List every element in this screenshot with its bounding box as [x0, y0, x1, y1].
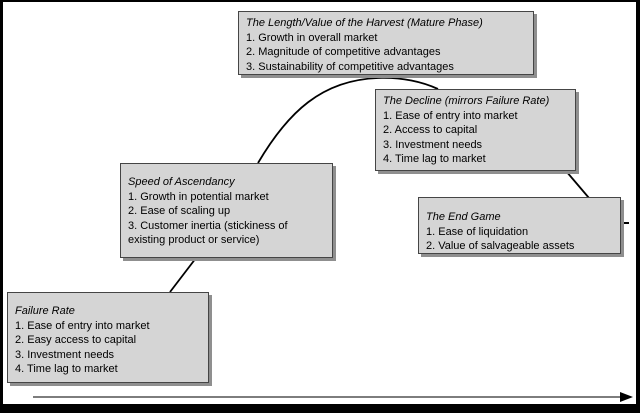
box-harvest-title: The Length/Value of the Harvest (Mature …	[246, 17, 483, 29]
box-item: 4. Time lag to market	[15, 363, 118, 375]
box-failure: Failure Rate 1. Ease of entry into marke…	[7, 292, 209, 383]
box-item: 2. Access to capital	[383, 124, 478, 136]
failure-to-ascendancy-line	[169, 257, 197, 293]
box-failure-title: Failure Rate	[15, 305, 75, 317]
box-item: 4. Time lag to market	[383, 153, 486, 165]
box-item: 2. Value of salvageable assets	[426, 240, 575, 252]
growth-curve	[257, 76, 439, 164]
box-item: 2. Easy access to capital	[15, 334, 137, 346]
box-item: 1. Ease of entry into market	[15, 319, 150, 332]
box-item: 3. Investment needs	[383, 138, 483, 151]
box-endgame: The End Game 1. Ease of liquidation 2. V…	[418, 197, 621, 254]
box-item: 1. Growth in overall market	[246, 31, 378, 44]
box-item: 2. Magnitude of competitive advantages	[246, 46, 441, 58]
box-item: 3. Customer inertia (stickiness of exist…	[128, 219, 288, 247]
box-harvest: The Length/Value of the Harvest (Mature …	[238, 11, 534, 75]
decline-to-endgame-line	[565, 170, 590, 199]
box-item: 1. Ease of entry into market	[383, 109, 518, 122]
box-decline-title: The Decline (mirrors Failure Rate)	[383, 95, 550, 107]
box-decline: The Decline (mirrors Failure Rate) 1. Ea…	[375, 89, 576, 171]
box-item: 1. Growth in potential market	[128, 190, 269, 203]
box-item: 1. Ease of liquidation	[426, 225, 529, 238]
box-item: 2. Ease of scaling up	[128, 205, 231, 217]
box-item: 3. Sustainability of competitive advanta…	[246, 60, 454, 73]
time-axis-arrowhead	[620, 392, 633, 402]
box-item: 3. Investment needs	[15, 348, 115, 361]
box-endgame-title: The End Game	[426, 211, 501, 223]
box-ascendancy-title: Speed of Ascendancy	[128, 176, 235, 188]
box-ascendancy: Speed of Ascendancy 1. Growth in potenti…	[120, 163, 333, 258]
